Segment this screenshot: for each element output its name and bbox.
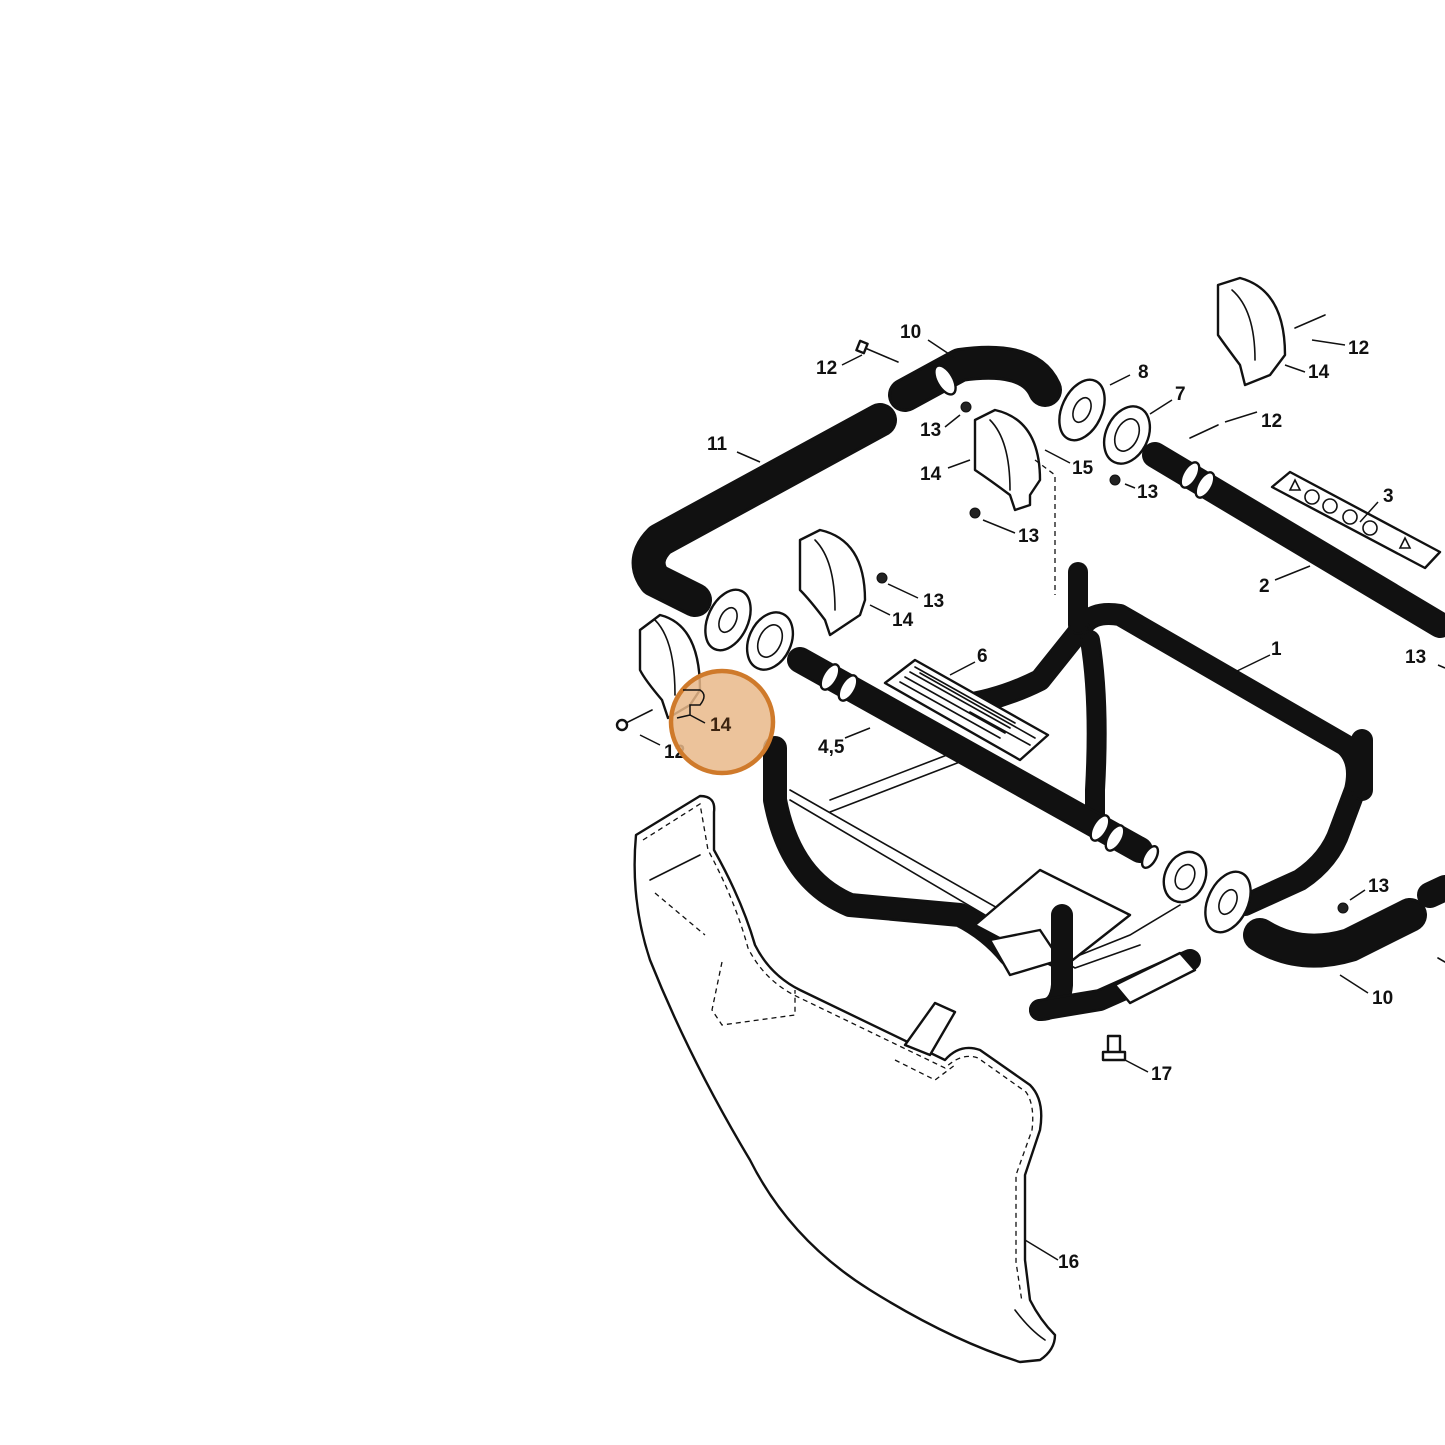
highlight-circle[interactable] <box>668 668 776 776</box>
label-part-12-top: 12 <box>816 358 837 379</box>
handle-tube-10-top <box>888 345 1062 412</box>
label-part-13-a: 13 <box>920 420 941 441</box>
label-part-10-top: 10 <box>900 322 921 343</box>
cross-shaft-4-5 <box>787 647 1160 870</box>
label-part-16: 16 <box>1058 1252 1079 1273</box>
label-part-1: 1 <box>1271 639 1282 660</box>
label-part-14-c: 14 <box>892 610 914 631</box>
label-part-7: 7 <box>1175 384 1186 405</box>
label-part-6: 6 <box>977 646 988 667</box>
handle-tube-10-bottom <box>1243 875 1445 968</box>
highlight-marker[interactable]: 14 <box>668 668 776 776</box>
hub-discs <box>704 378 1252 934</box>
label-part-8: 8 <box>1138 362 1149 383</box>
label-plate-6 <box>883 658 1050 762</box>
shaft-2 <box>1142 442 1445 638</box>
label-part-4-5: 4,5 <box>818 737 845 758</box>
label-part-13-b: 13 <box>1137 482 1158 503</box>
callout-labels: 1 2 3 4,5 6 7 8 10 10 11 12 12 12 12 13 … <box>664 322 1426 1273</box>
label-part-15: 15 <box>1072 458 1094 479</box>
nuts <box>876 401 1349 914</box>
clamps <box>638 276 1287 720</box>
main-frame <box>763 562 1373 1021</box>
label-part-14-b: 14 <box>1308 362 1330 383</box>
grass-bag <box>633 794 1057 1364</box>
label-part-2: 2 <box>1259 576 1270 597</box>
label-part-13-c: 13 <box>1018 526 1039 547</box>
label-part-11: 11 <box>707 434 728 455</box>
label-part-12-right-top: 12 <box>1348 338 1369 359</box>
label-part-10-bottom: 10 <box>1372 988 1393 1009</box>
label-part-3: 3 <box>1383 486 1394 507</box>
warning-label-3 <box>1270 470 1442 570</box>
label-part-13-e: 13 <box>1405 647 1426 668</box>
label-part-12-right: 12 <box>1261 411 1282 432</box>
highlight-label-14: 14 <box>710 715 732 736</box>
label-part-13-f: 13 <box>1368 876 1389 897</box>
label-part-17: 17 <box>1151 1064 1172 1085</box>
label-part-13-d: 13 <box>923 591 944 612</box>
bushings <box>745 405 1208 904</box>
leader-lines <box>639 339 1445 1261</box>
handle-tube-11 <box>631 403 897 617</box>
label-part-14-a: 14 <box>920 464 942 485</box>
